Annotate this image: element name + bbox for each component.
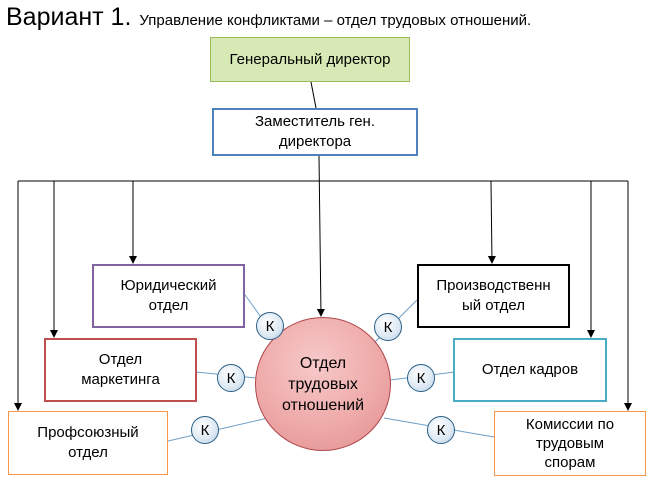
- connector-k-production: К: [374, 313, 402, 341]
- deputy-director-box: Заместитель ген. директора: [212, 108, 418, 156]
- legal-label-line1: Юридический: [120, 277, 217, 294]
- general-director-box: Генеральный директор: [210, 37, 410, 82]
- legal-department-box: Юридический отдел: [92, 264, 245, 328]
- center-label-line1: Отдел: [299, 354, 347, 372]
- marketing-department-box: Отдел маркетинга: [44, 338, 197, 402]
- line-general-to-deputy: [310, 81, 317, 109]
- line-deputy-to-center: [316, 155, 325, 317]
- title-subtitle: Управление конфликтами – отдел трудовых …: [139, 12, 532, 29]
- labor-disputes-commission-box: Комиссии по трудовым спорам: [494, 411, 646, 476]
- deputy-label-line2: директора: [278, 133, 352, 150]
- production-department-box: Производственн ый отдел: [417, 264, 570, 328]
- production-label-line2: ый отдел: [461, 297, 526, 314]
- union-label-line1: Профсоюзный: [37, 424, 139, 441]
- production-label-line1: Производственн: [436, 277, 551, 294]
- hr-department-box: Отдел кадров: [453, 338, 607, 402]
- union-label-line2: отдел: [68, 444, 108, 461]
- center-label-line2: трудовых: [288, 375, 358, 393]
- connector-k-hr: К: [407, 364, 435, 392]
- connector-k-commission: К: [427, 416, 455, 444]
- union-department-box: Профсоюзный отдел: [8, 411, 168, 475]
- hr-label: Отдел кадров: [481, 361, 579, 378]
- connector-k-legal: К: [256, 312, 284, 340]
- commission-label-line3: спорам: [544, 454, 596, 471]
- general-director-label: Генеральный директор: [229, 50, 391, 68]
- legal-label-line2: отдел: [148, 297, 189, 314]
- connector-k-union: К: [191, 416, 219, 444]
- deputy-label-line1: Заместитель ген.: [254, 113, 376, 130]
- arrow-to-production: [487, 180, 496, 264]
- center-label-line3: отношений: [281, 396, 365, 414]
- commission-label-line2: трудовым: [535, 435, 605, 452]
- marketing-label-line1: Отдел: [98, 351, 143, 368]
- commission-label-line1: Комиссии по: [525, 416, 615, 433]
- page-title: Вариант 1. Управление конфликтами – отдел…: [6, 3, 531, 32]
- connector-k-marketing: К: [217, 364, 245, 392]
- labor-relations-department-circle: Отдел трудовых отношений: [255, 317, 391, 451]
- title-main: Вариант 1.: [6, 3, 132, 31]
- marketing-label-line2: маркетинга: [81, 371, 160, 388]
